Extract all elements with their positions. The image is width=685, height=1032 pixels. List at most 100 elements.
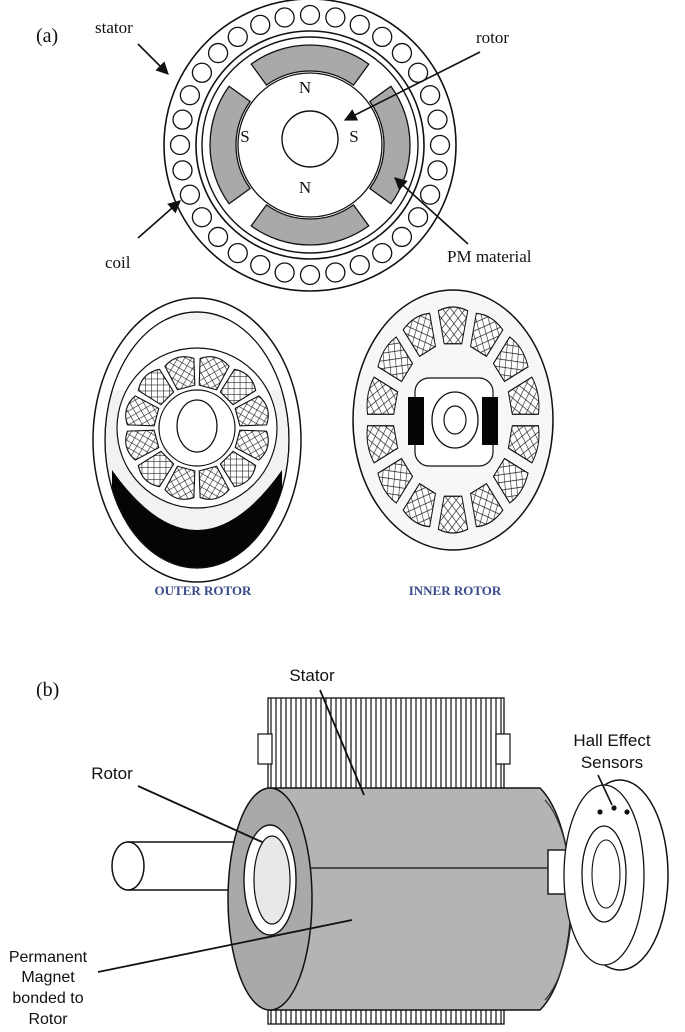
pm-pointer [97,919,353,973]
rotor-arrow [343,51,481,121]
inner-rotor-magnet-left [408,397,424,445]
inner-rotor-slot [470,312,504,358]
hall-sensors-label-line2: Sensors [581,753,643,772]
outer-rotor-tooth [137,368,175,406]
inner-rotor-slot [366,425,399,464]
inner-rotor-slot [507,376,540,415]
pm-label-line1: Permanent [9,949,88,966]
pm-segment [209,85,252,205]
rotor-label: rotor [476,28,509,47]
pm-segment [368,85,411,205]
hall-sensor-dot [597,809,603,815]
coil-arrow [137,200,181,239]
coil-circle [349,14,370,36]
outer-rotor-tooth [137,450,175,488]
outer-rotor-tooth [164,356,196,391]
coil-circle [274,262,295,283]
coil-circle [250,254,271,276]
inner-rotor-slot [492,336,529,383]
stator-top-stack [267,697,505,791]
pm-label-line2: Magnet [21,969,75,986]
inner-rotor-slot [437,495,469,534]
coil-circle [391,226,413,248]
pole-n-bottom: N [299,178,311,197]
pm-label-line4: Rotor [28,1011,68,1028]
hall-sensor-dot [624,809,630,815]
outer-rotor-stator-teeth [125,356,269,500]
hall-sensors-pointer [597,774,613,806]
coil-circle [207,226,229,248]
coil-circle [274,7,295,28]
coil-circle [419,85,441,106]
coil-circle [191,207,213,228]
inner-rotor-slot [377,336,414,383]
coil-circle [172,109,193,130]
coil-circle [349,254,370,276]
coil-circle [325,7,346,28]
outer-rotor-tooth [219,450,257,488]
coil-circle [299,4,321,26]
inner-rotor-slot [507,425,540,464]
coil-circle [227,26,248,48]
outer-rotor-tooth [164,465,196,500]
magnet-cylinder-body [269,787,572,1011]
shaft-hole [281,110,339,168]
outer-rotor-caption: OUTER ROTOR [155,583,253,598]
pm-segment [250,44,370,87]
inner-rotor-slot [366,376,399,415]
stator-pointer-b [319,689,365,796]
stator-arrow [137,43,169,75]
hall-sensor-dot [611,805,617,811]
coil-circle [172,160,193,181]
inner-rotor-slot [377,457,414,504]
inner-rotor-slot [437,306,469,345]
stator-label: stator [95,18,133,37]
coil-label: coil [105,253,131,272]
pole-n-top: N [299,78,311,97]
inner-rotor-slot [470,482,504,528]
coil-circle [407,207,429,228]
panel-b-label: (b) [36,679,59,701]
coil-circle [407,62,429,83]
coil-circle [179,184,201,205]
coil-circle [207,42,229,64]
pm-label-line3: bonded to [12,990,83,1007]
coil-circle [372,242,393,264]
coil-circle [250,14,271,36]
panel-a-label: (a) [36,25,58,47]
pm-motor-cross-section [163,0,457,292]
pm-material-arrow [394,177,469,245]
coil-circle [169,134,191,156]
inner-rotor-magnet-right [482,397,498,445]
pm-material-label: PM material [447,247,532,266]
coil-circle [427,160,448,181]
coil-circle [227,242,248,264]
inner-rotor-slot [402,482,436,528]
pm-segment [250,203,370,246]
coil-circle [179,85,201,106]
stator-label-b: Stator [289,666,335,685]
outer-rotor-tooth [198,356,230,391]
coil-circle [191,62,213,83]
rotor-pointer-b [137,785,263,843]
inner-rotor-caption: INNER ROTOR [409,583,502,598]
coil-circle [325,262,346,283]
outer-rotor-tooth [234,429,269,461]
pm-material-segments [209,44,411,246]
outer-rotor-tooth [198,465,230,500]
inner-rotor-stator-slots [366,306,540,534]
stator-coils [169,4,451,286]
coil-circle [391,42,413,64]
outer-rotor-tooth [125,429,160,461]
coil-circle [427,109,448,130]
inner-rotor-drawing [352,289,554,551]
outer-rotor-tooth [125,395,160,427]
outer-rotor-tooth [219,368,257,406]
inner-rotor-slot [402,312,436,358]
outer-rotor-magnet-black [112,470,282,568]
rotor-label-b: Rotor [91,764,133,783]
bldc-motor-3d [111,697,669,1025]
coil-circle [419,184,441,205]
inner-rotor-slot [492,457,529,504]
